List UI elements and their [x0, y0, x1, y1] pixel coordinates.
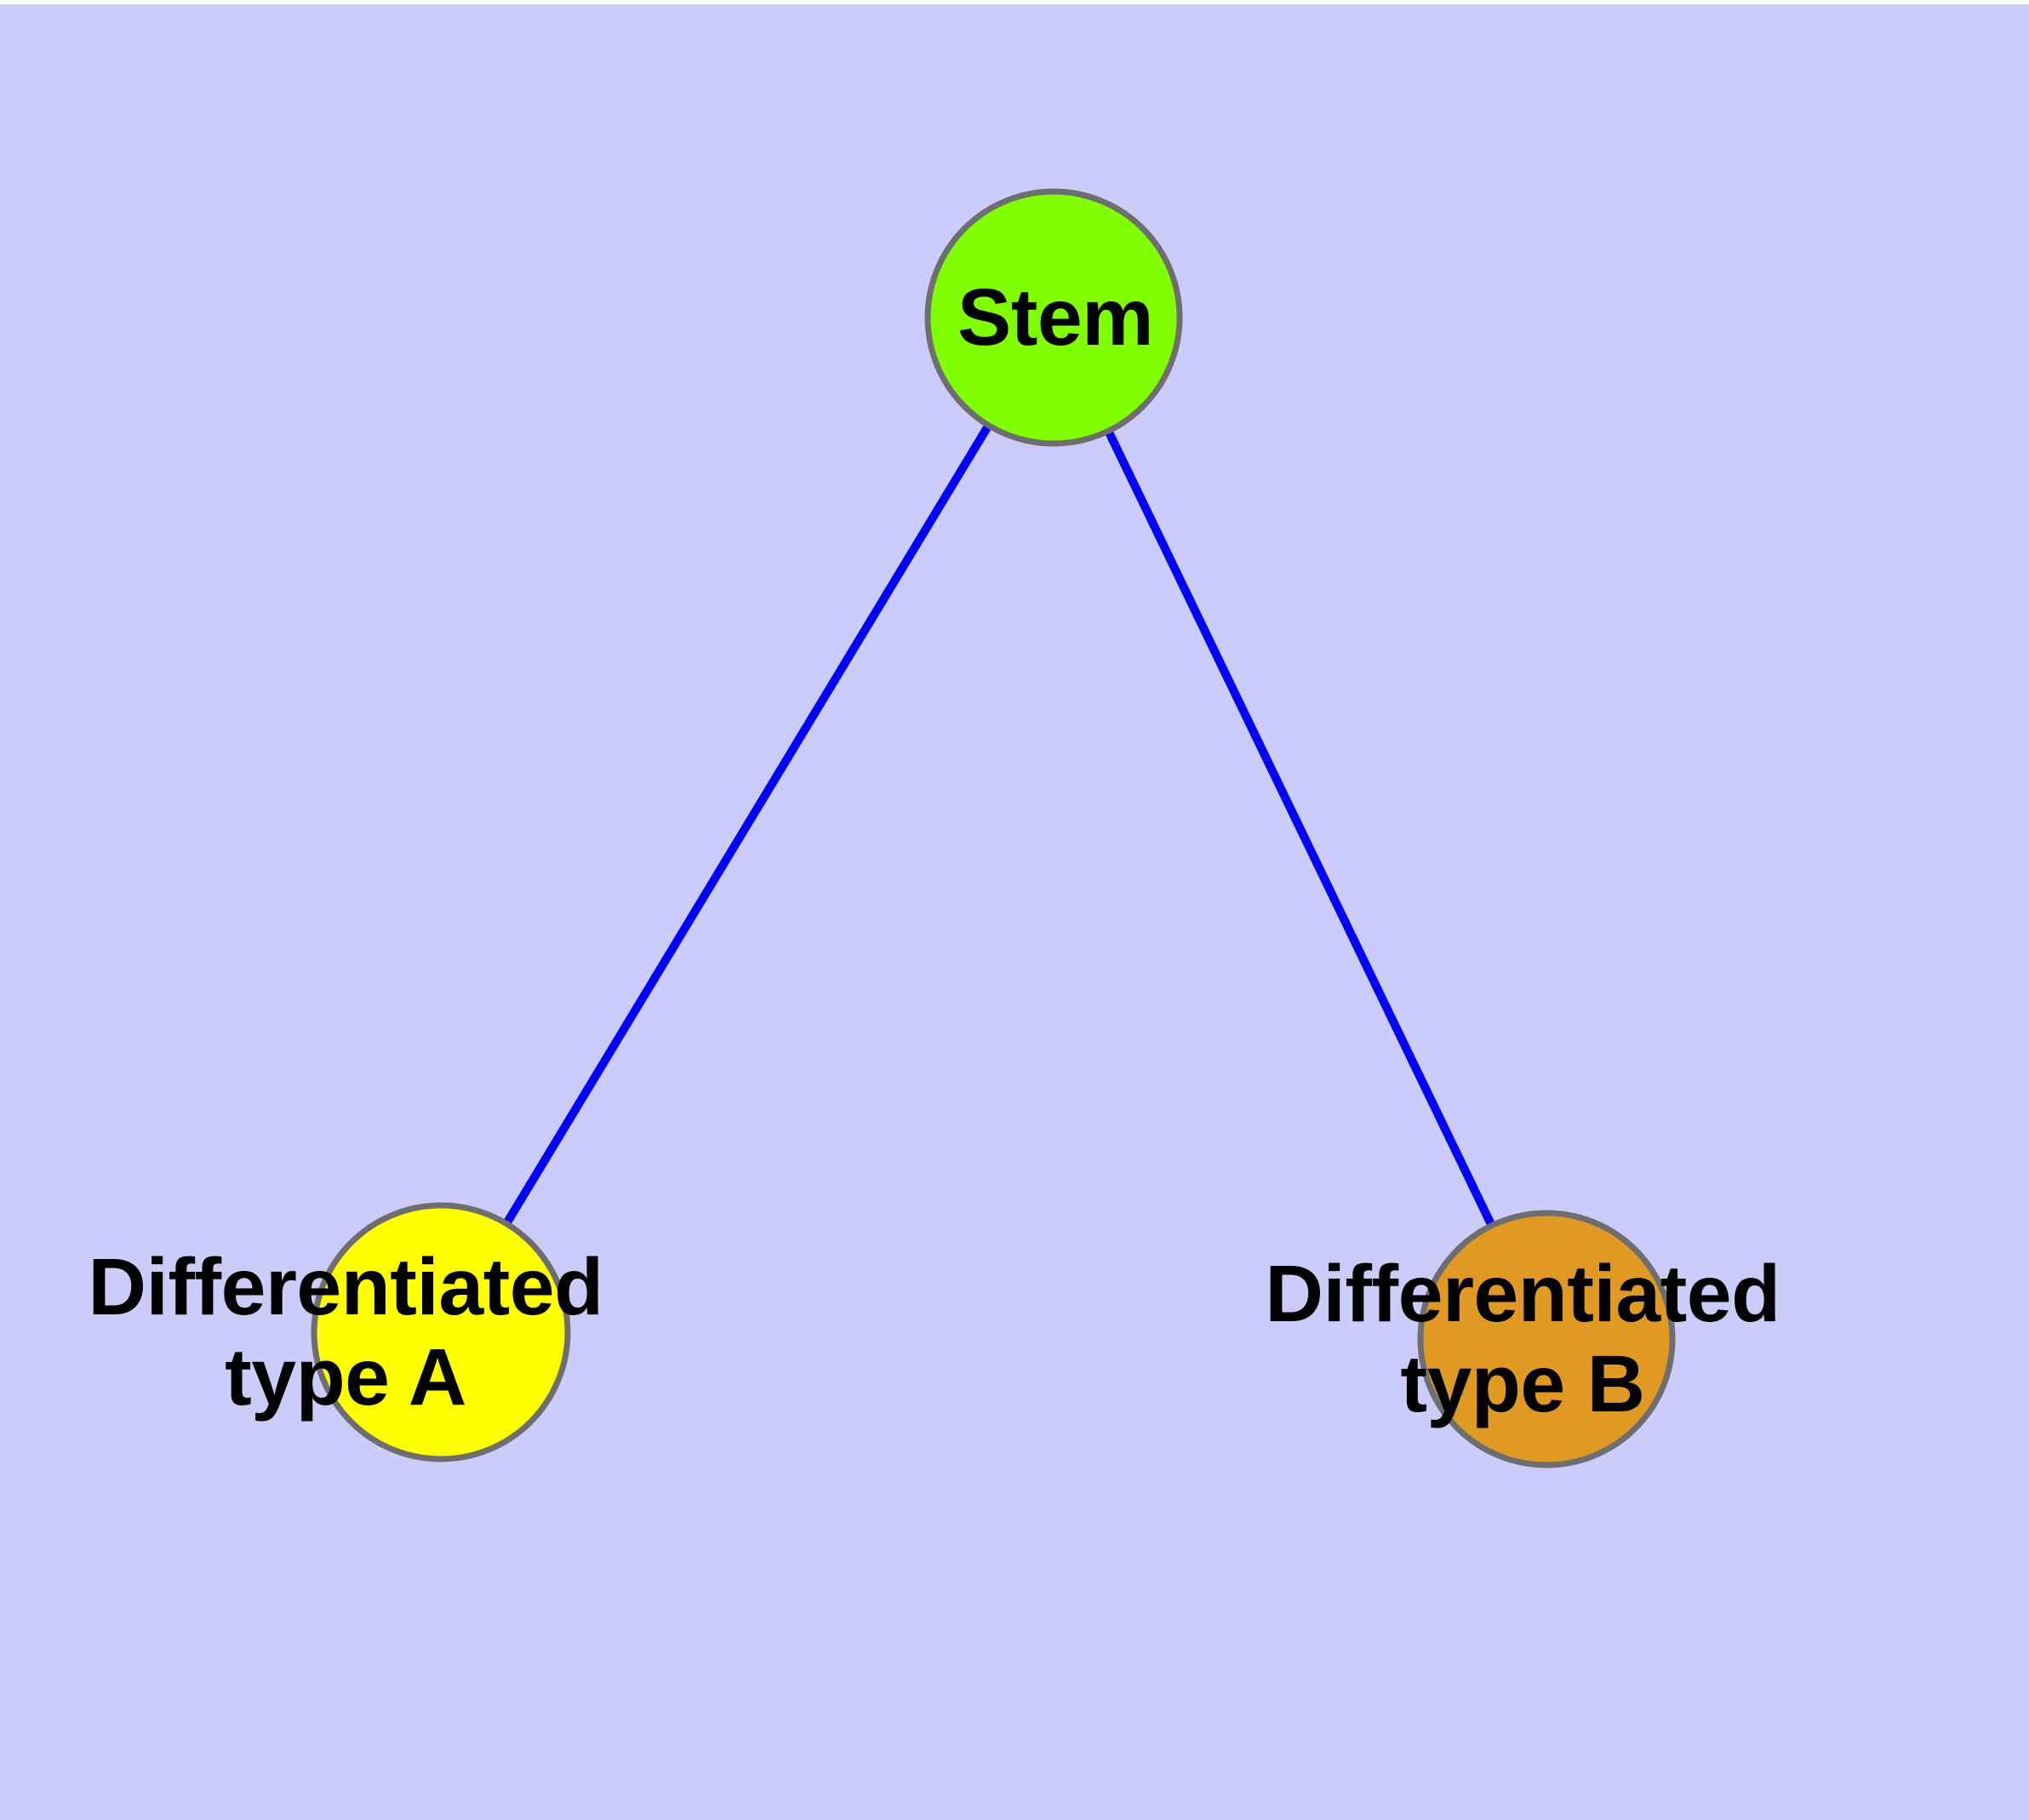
- nodes-layer: [311, 188, 1676, 1468]
- graph-node-diff-a[interactable]: [311, 1202, 571, 1462]
- graph-node-diff-b[interactable]: [1417, 1210, 1676, 1468]
- graph-edge-stem-to-diff-a[interactable]: [500, 420, 994, 1229]
- edges-layer: [500, 420, 1497, 1231]
- graph-node-stem[interactable]: [924, 188, 1183, 447]
- graph-edge-stem-to-diff-b[interactable]: [1103, 426, 1497, 1231]
